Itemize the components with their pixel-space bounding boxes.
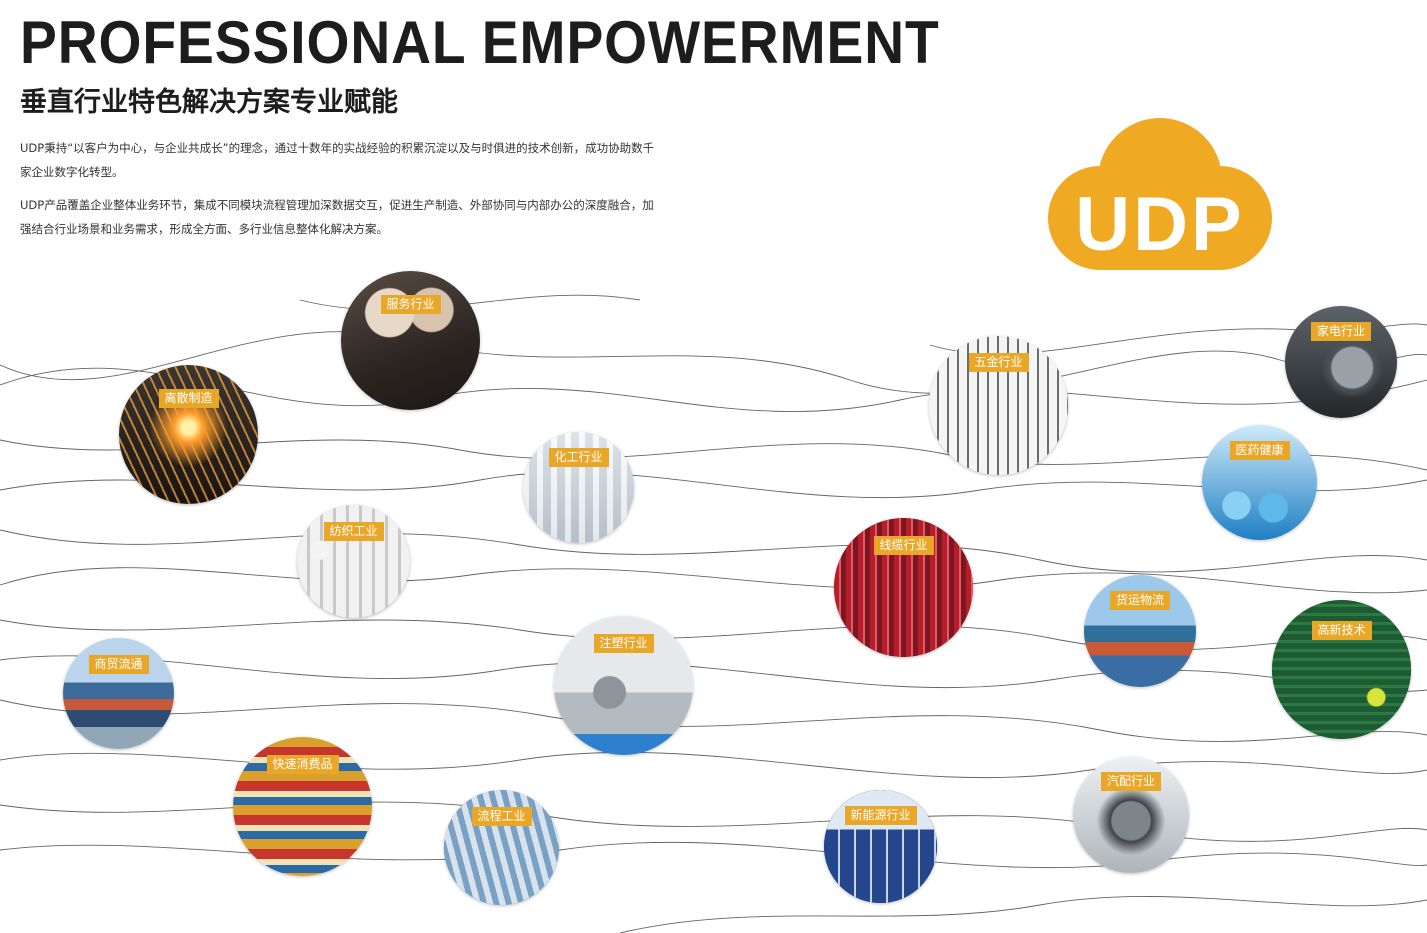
industry-bubble-new-energy: 新能源行业: [824, 790, 937, 903]
industry-bubble-trade-distribution: 商贸流通: [63, 638, 174, 749]
intro-paragraph-2: UDP产品覆盖企业整体业务环节，集成不同模块流程管理加深数据交互，促进生产制造、…: [20, 198, 654, 236]
industry-label: 注塑行业: [593, 634, 654, 653]
industry-label: 化工行业: [548, 448, 609, 467]
industry-label: 家电行业: [1310, 322, 1372, 341]
industry-bubble-cable: 线缆行业: [834, 518, 973, 657]
industry-bubble-home-appliance: 家电行业: [1285, 306, 1397, 418]
industry-label: 线缆行业: [873, 536, 934, 555]
industry-bubble-high-tech: 高新技术: [1272, 600, 1411, 739]
industry-bubble-medical-health: 医药健康: [1202, 425, 1317, 540]
industry-label: 离散制造: [158, 389, 219, 408]
industry-label: 货运物流: [1109, 591, 1171, 610]
industry-label: 汽配行业: [1100, 772, 1162, 791]
industry-label: 高新技术: [1311, 621, 1372, 640]
industry-bubble-chemical: 化工行业: [523, 432, 634, 543]
industry-label: 新能源行业: [844, 806, 917, 825]
service-industry-image: [341, 271, 480, 410]
page-title: PROFESSIONAL EMPOWERMENT: [20, 9, 940, 76]
industry-bubble-service: 服务行业: [341, 271, 480, 410]
industry-bubble-textile: 纺织工业: [297, 505, 410, 618]
industry-label: 五金行业: [968, 353, 1029, 372]
industry-bubble-discrete-manufacturing: 离散制造: [119, 365, 258, 504]
industry-bubble-fmcg: 快速消费品: [233, 737, 372, 876]
logo-text: UDP: [1075, 182, 1244, 267]
page-subtitle: 垂直行业特色解决方案专业赋能: [20, 87, 398, 118]
welding-sparks-image: [119, 365, 258, 504]
industry-label: 医药健康: [1229, 441, 1290, 460]
industry-bubble-injection-molding: 注塑行业: [554, 616, 693, 755]
industry-label: 流程工业: [471, 807, 532, 826]
cloud-icon: [1048, 118, 1272, 270]
industry-bubble-process-industry: 流程工业: [444, 790, 559, 905]
udp-cloud-logo: UDP: [1048, 118, 1272, 270]
industry-bubble-freight-logistics: 货运物流: [1084, 575, 1196, 687]
industry-label: 服务行业: [380, 295, 441, 314]
industry-label: 快速消费品: [266, 755, 339, 774]
industry-bubble-hardware: 五金行业: [929, 336, 1068, 475]
industry-label: 纺织工业: [323, 522, 384, 541]
intro-paragraph-1: UDP秉持“以客户为中心，与企业共成长”的理念，通过十数年的实战经验的积累沉淀以…: [20, 141, 655, 179]
industry-label: 商贸流通: [88, 655, 149, 674]
industry-bubble-auto-parts: 汽配行业: [1073, 757, 1189, 873]
